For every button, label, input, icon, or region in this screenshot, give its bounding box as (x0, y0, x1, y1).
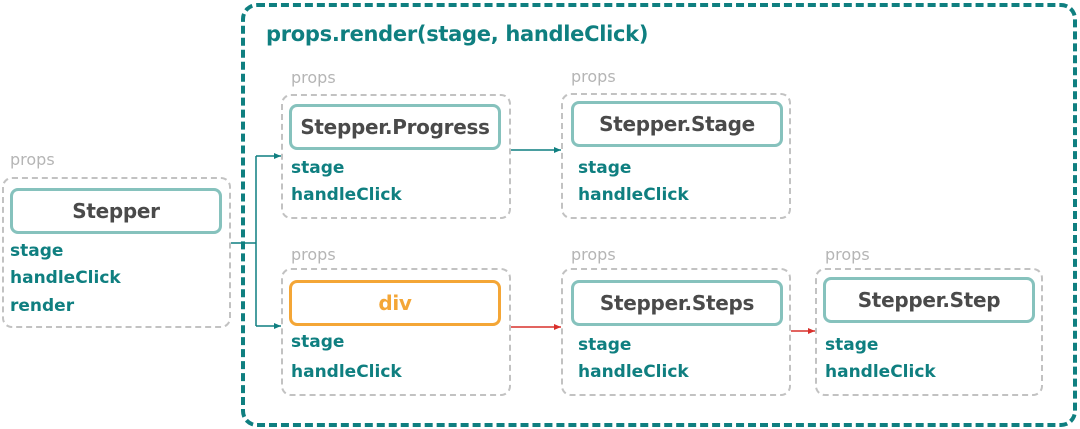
stepper-prop-render: render (10, 296, 75, 316)
steps-prop-handleclick: handleClick (578, 362, 689, 382)
step-prop-stage: stage (825, 335, 879, 355)
div-component: div (289, 280, 501, 326)
progress-prop-handleclick: handleClick (291, 185, 402, 205)
stage-props-group (561, 93, 791, 219)
step-prop-handleclick: handleClick (825, 362, 936, 382)
stepper-prop-handleclick: handleClick (10, 268, 121, 288)
stepper-component: Stepper (10, 188, 222, 234)
stepper-prop-stage: stage (10, 241, 64, 261)
step-props-group (815, 268, 1043, 396)
stage-prop-stage: stage (578, 158, 632, 178)
stage-prop-handleclick: handleClick (578, 185, 689, 205)
progress-prop-stage: stage (291, 158, 345, 178)
div-prop-stage: stage (291, 332, 345, 352)
stage-component: Stepper.Stage (571, 101, 783, 147)
step-props-label: props (825, 245, 870, 264)
stage-props-label: props (571, 67, 616, 86)
div-prop-handleclick: handleClick (291, 362, 402, 382)
render-region-title: props.render(stage, handleClick) (266, 22, 649, 46)
steps-props-label: props (571, 245, 616, 264)
steps-props-group (561, 268, 791, 396)
progress-component: Stepper.Progress (289, 104, 501, 150)
stepper-props-group (2, 177, 231, 328)
div-props-label: props (291, 245, 336, 264)
step-component: Stepper.Step (823, 277, 1035, 323)
steps-component: Stepper.Steps (571, 280, 783, 326)
steps-prop-stage: stage (578, 335, 632, 355)
progress-props-group (281, 94, 511, 219)
progress-props-label: props (291, 68, 336, 87)
stepper-props-label: props (10, 150, 55, 169)
render-region (241, 3, 1077, 427)
div-props-group (281, 268, 511, 396)
